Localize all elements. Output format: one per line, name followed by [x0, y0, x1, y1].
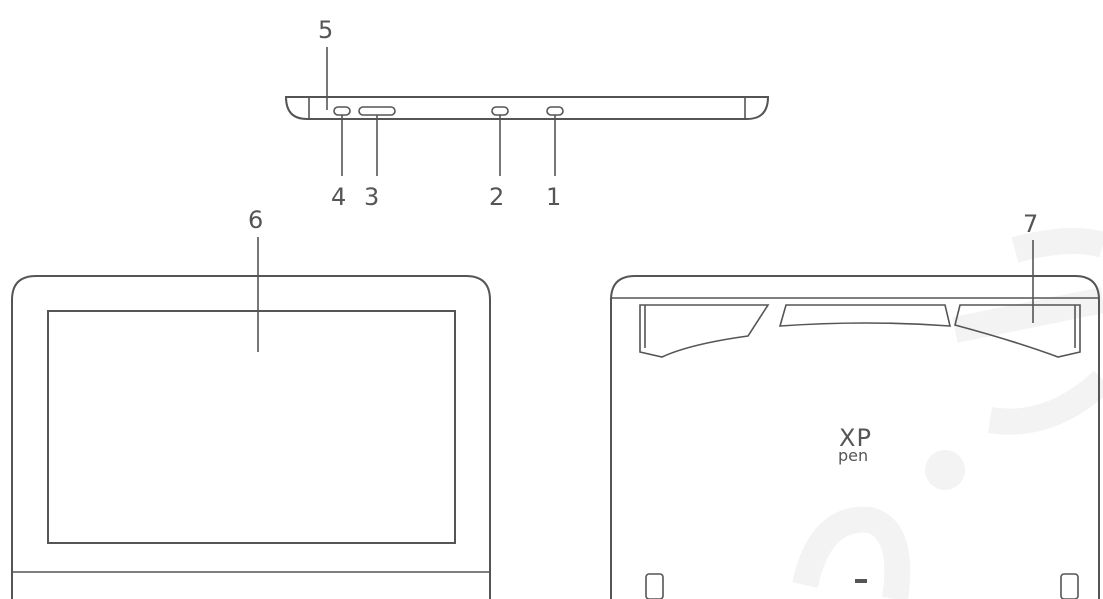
callout-3: 3 [364, 183, 379, 211]
callout-1: 1 [546, 183, 561, 211]
small-mark [855, 579, 867, 583]
front-view [11, 237, 491, 599]
port-4 [333, 106, 351, 116]
port-3 [358, 106, 396, 116]
stand-center [778, 304, 952, 327]
screen [47, 310, 456, 544]
callout-5: 5 [318, 16, 333, 44]
watermark [792, 228, 1103, 599]
xppen-logo: XP pen [838, 424, 872, 465]
foot-left [645, 573, 664, 599]
callout-6: 6 [248, 206, 263, 234]
callout-7: 7 [1023, 210, 1038, 238]
stand-left [639, 304, 770, 358]
callout-2: 2 [489, 183, 504, 211]
port-2 [491, 106, 509, 116]
logo-line2: pen [838, 446, 868, 465]
port-1 [546, 106, 564, 116]
logo-line1: XP [839, 424, 872, 452]
back-view [610, 240, 1100, 599]
stand-right [954, 304, 1081, 358]
side-view [284, 47, 770, 176]
callout-4: 4 [331, 183, 346, 211]
foot-right [1060, 573, 1079, 599]
